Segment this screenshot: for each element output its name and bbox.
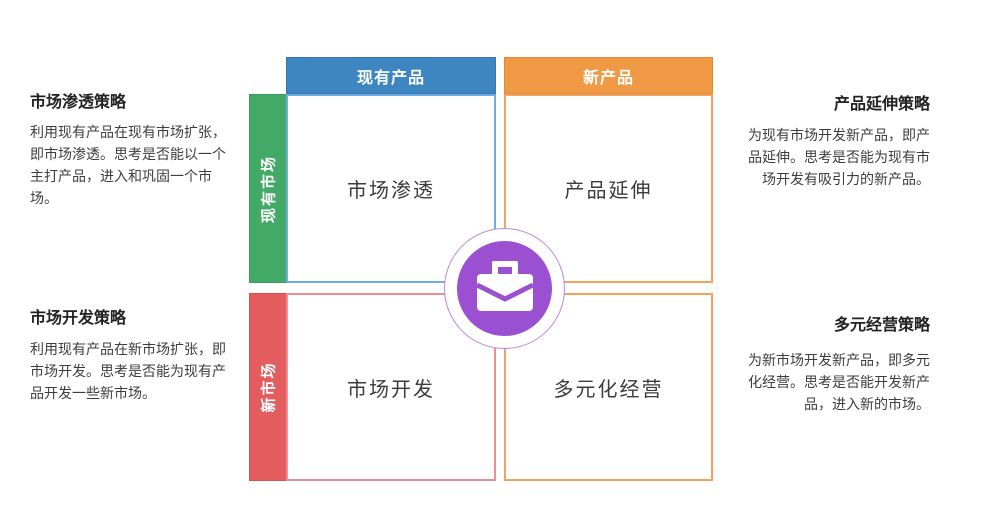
row-header-existing-market: 现有市场 bbox=[249, 94, 287, 283]
note-title-diversification: 多元经营策略 bbox=[833, 317, 930, 334]
note-body-diversification: 为新市场开发新产品，即多元化经营。思考是否能开发新产品，进入新的市场。 bbox=[748, 352, 930, 412]
center-badge bbox=[444, 228, 565, 349]
column-header-new-products: 新产品 bbox=[504, 57, 713, 94]
note-title-product-extension: 产品延伸策略 bbox=[833, 96, 930, 113]
center-badge-disc bbox=[457, 241, 552, 336]
column-header-label: 新产品 bbox=[582, 69, 634, 87]
quadrant-market-development: 市场开发 bbox=[286, 293, 496, 481]
row-header-label: 现有市场 bbox=[260, 154, 278, 223]
note-body-market-development: 利用现有产品在新市场扩张，即市场开发。思考是否能为现有产品开发一些新市场。 bbox=[30, 341, 226, 401]
note-title-market-development: 市场开发策略 bbox=[30, 310, 127, 327]
note-title-market-penetration: 市场渗透策略 bbox=[30, 94, 127, 111]
briefcase-icon bbox=[475, 261, 534, 316]
quadrant-market-penetration: 市场渗透 bbox=[286, 94, 496, 283]
note-body-product-extension: 为现有市场开发新产品，即产品延伸。思考是否能为现有市场开发有吸引力的新产品。 bbox=[748, 127, 930, 187]
column-header-existing-products: 现有产品 bbox=[286, 57, 496, 94]
row-header-label: 新市场 bbox=[260, 361, 278, 413]
quadrant-label: 市场开发 bbox=[347, 378, 435, 401]
column-header-label: 现有产品 bbox=[356, 69, 425, 87]
quadrant-label: 产品延伸 bbox=[564, 180, 653, 202]
row-header-new-market: 新市场 bbox=[249, 293, 287, 481]
quadrant-label: 市场渗透 bbox=[347, 180, 435, 202]
note-body-market-penetration: 利用现有产品在现有市场扩张，即市场渗透。思考是否能以一个主打产品，进入和巩固一个… bbox=[30, 124, 226, 206]
quadrant-label: 多元化经营 bbox=[553, 378, 664, 401]
